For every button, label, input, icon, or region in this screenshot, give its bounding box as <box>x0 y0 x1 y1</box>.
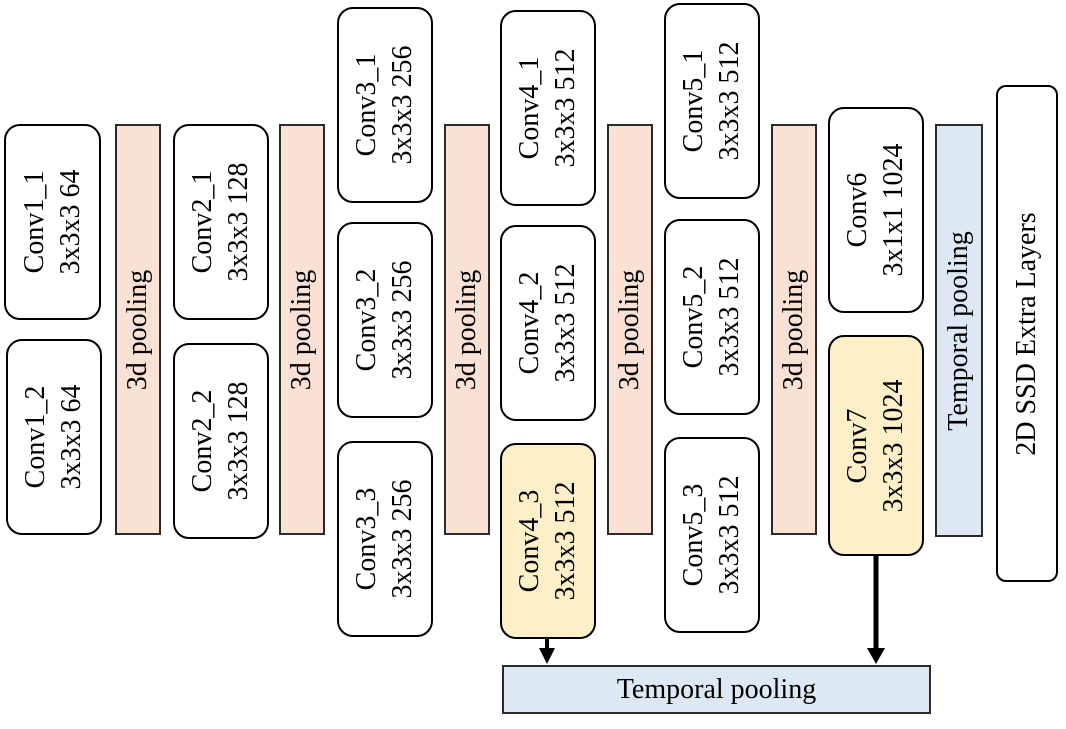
conv4-1-spec: 3x3x3 512 <box>550 48 581 168</box>
pool1-block: 3d pooling <box>115 124 161 535</box>
conv3-2-spec: 3x3x3 256 <box>387 260 418 380</box>
conv6-name: Conv6 <box>842 172 873 248</box>
conv3-3-name: Conv3_3 <box>351 487 382 591</box>
conv2-2-name: Conv2_2 <box>187 389 218 493</box>
pool5-label: 3d pooling <box>778 269 809 390</box>
conv5-2-spec: 3x3x3 512 <box>714 257 745 377</box>
conv4-2-name: Conv4_2 <box>514 271 545 375</box>
pool4-label: 3d pooling <box>614 269 645 390</box>
conv1-2-spec: 3x3x3 64 <box>56 384 87 490</box>
temporal-pooling-vertical-label: Temporal pooling <box>943 230 974 431</box>
conv4-1-name: Conv4_1 <box>514 56 545 160</box>
pool2-label: 3d pooling <box>286 269 317 390</box>
pool3-label: 3d pooling <box>451 269 482 390</box>
conv2-1-name: Conv2_1 <box>187 170 218 274</box>
conv5-3-spec: 3x3x3 512 <box>714 475 745 595</box>
conv3-1-spec: 3x3x3 256 <box>387 45 418 165</box>
conv4-2-spec: 3x3x3 512 <box>550 263 581 383</box>
conv1-1-spec: 3x3x3 64 <box>54 169 86 275</box>
conv6-spec: 3x1x1 1024 <box>878 143 909 277</box>
conv5-2-name: Conv5_2 <box>678 265 709 369</box>
conv7-spec: 3x3x3 1024 <box>878 379 909 512</box>
conv3-3-spec: 3x3x3 256 <box>387 479 418 599</box>
extra-layers-block: 2D SSD Extra Layers <box>996 85 1058 582</box>
conv5-3-name: Conv5_3 <box>678 483 709 587</box>
conv3-1-name: Conv3_1 <box>351 53 382 157</box>
conv1-1-name: Conv1_1 <box>18 170 50 274</box>
pool1-label: 3d pooling <box>122 269 153 390</box>
temporal-pooling-vertical: Temporal pooling <box>935 124 983 537</box>
pool5-block: 3d pooling <box>771 124 817 535</box>
conv3-2-name: Conv3_2 <box>351 268 382 372</box>
pool3-block: 3d pooling <box>444 124 490 535</box>
conv7-name: Conv7 <box>842 408 873 483</box>
arrow-conv7-head <box>867 648 885 664</box>
conv2-1-spec: 3x3x3 128 <box>223 162 254 282</box>
pool2-block: 3d pooling <box>279 124 325 535</box>
temporal-pooling-bottom-label: Temporal pooling <box>616 673 817 705</box>
conv5-1-spec: 3x3x3 512 <box>714 41 745 161</box>
conv1-2-name: Conv1_2 <box>20 385 51 489</box>
conv4-3-spec: 3x3x3 512 <box>550 481 581 601</box>
arrow-conv4-3-head <box>539 648 555 664</box>
conv4-3-name: Conv4_3 <box>514 489 545 593</box>
conv5-1-name: Conv5_1 <box>678 49 709 153</box>
pool4-block: 3d pooling <box>607 124 653 535</box>
conv2-2-spec: 3x3x3 128 <box>223 381 254 501</box>
temporal-pooling-bottom: Temporal pooling <box>502 665 931 714</box>
extra-layers-label: 2D SSD Extra Layers <box>1011 211 1042 456</box>
